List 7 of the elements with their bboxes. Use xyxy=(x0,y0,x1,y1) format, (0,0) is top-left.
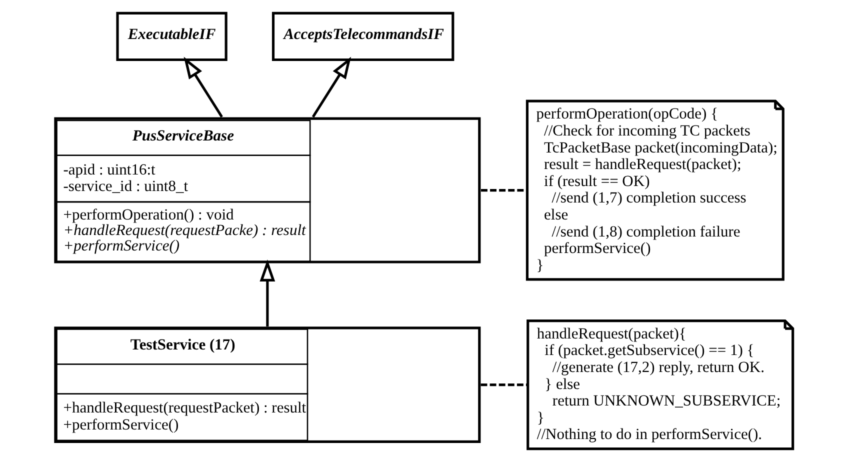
node-box: AcceptsTelecommandsIF xyxy=(271,12,454,62)
arrow xyxy=(311,56,351,118)
connector xyxy=(480,189,526,192)
node-box: ExecutableIF xyxy=(116,12,227,62)
arrow xyxy=(259,260,275,326)
arrow xyxy=(183,56,222,118)
connector xyxy=(480,384,528,386)
